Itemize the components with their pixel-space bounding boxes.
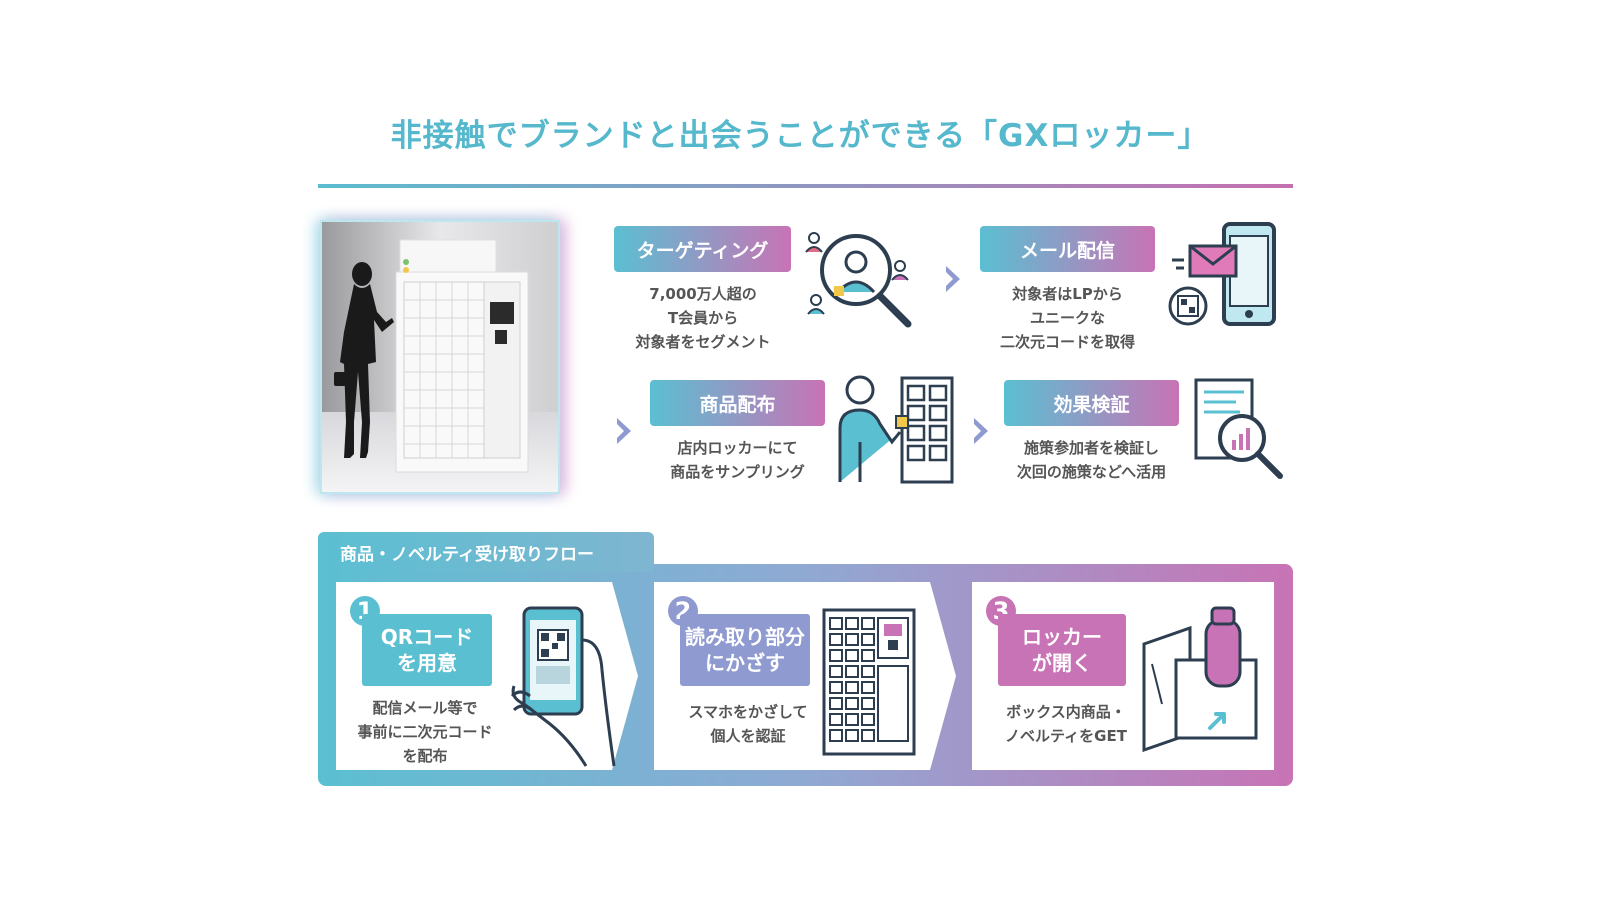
magnifier-people-icon [805, 232, 912, 328]
report-magnifier-icon [1194, 378, 1283, 479]
flow-step-1-number: 1 [350, 596, 380, 626]
locker-icon [822, 608, 916, 756]
arrow-right-icon [974, 418, 988, 444]
flow-step-2-desc: スマホをかざして個人を認証 [688, 703, 808, 745]
arrow-right-icon [617, 418, 631, 444]
flow-step-1-desc: 配信メール等で事前に二次元コードを配布 [357, 699, 493, 765]
step-targeting-label: ターゲティング [614, 226, 791, 272]
step-distribution-label: 商品配布 [650, 380, 825, 426]
page-title: 非接触でブランドと出会うことができる「GXロッカー」 [390, 118, 1210, 154]
person-locker-icon [838, 375, 954, 484]
step-mail-label: メール配信 [980, 226, 1155, 272]
flow-step-3-desc: ボックス内商品・ノベルティをGET [1005, 703, 1127, 745]
step-verification-label: 効果検証 [1004, 380, 1179, 426]
flow-heading: 商品・ノベルティ受け取りフロー [318, 532, 654, 572]
flow-step-3-label: ロッカーが開く [998, 614, 1126, 686]
step-verification-desc: 施策参加者を検証し次回の施策などへ活用 [1016, 439, 1167, 481]
step-distribution-desc: 店内ロッカーにて商品をサンプリング [670, 439, 805, 481]
locker-photo [322, 222, 558, 492]
flow-step-1-label: QRコードを用意 [362, 614, 492, 686]
arrow-right-icon [946, 266, 960, 292]
title-divider [318, 184, 1293, 188]
phone-mail-icon [1168, 222, 1276, 326]
open-box-bottle-icon [1142, 606, 1258, 753]
step-mail-desc: 対象者はLPからユニークな二次元コードを取得 [999, 285, 1135, 351]
flow-step-2-label: 読み取り部分にかざす [680, 614, 810, 686]
hand-phone-qr-icon [510, 606, 616, 767]
